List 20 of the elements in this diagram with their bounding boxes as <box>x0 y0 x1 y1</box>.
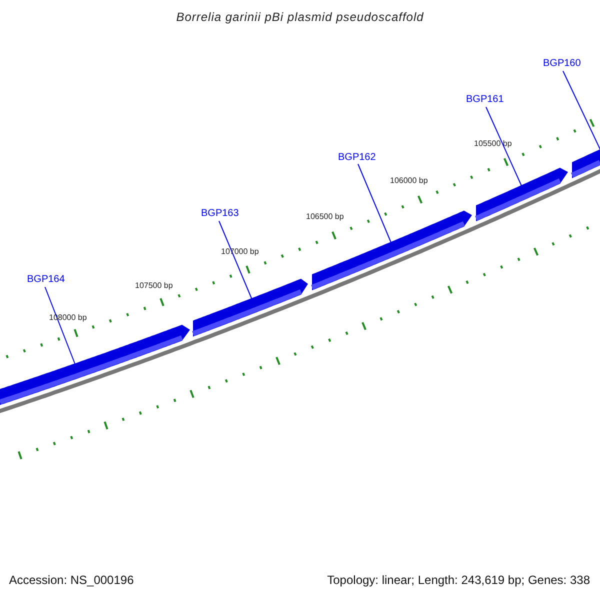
leader-line <box>218 220 252 300</box>
gene-label: BGP160 <box>543 58 581 69</box>
gene-label: BGP162 <box>338 152 376 163</box>
leader-line <box>44 286 76 364</box>
diagram-title: Borrelia garinii pBi plasmid pseudoscaffold <box>176 11 424 24</box>
scale-label: 107500 bp <box>135 282 173 291</box>
gene-feature <box>475 168 568 222</box>
leader-line <box>486 106 522 186</box>
leader-line <box>358 164 392 242</box>
accession-text: Accession: NS_000196 <box>9 574 134 588</box>
gene-feature <box>192 278 308 337</box>
scale-label: 106500 bp <box>306 213 344 222</box>
gene-feature <box>0 324 190 405</box>
gene-label: BGP161 <box>466 94 504 105</box>
leader-line <box>562 70 600 150</box>
gene-feature <box>570 149 600 178</box>
scale-label: 106000 bp <box>390 177 428 186</box>
gene-label: BGP164 <box>27 274 65 285</box>
genome-info-text: Topology: linear; Length: 243,619 bp; Genes: 338 <box>327 574 590 588</box>
gene-label: BGP163 <box>201 208 239 219</box>
